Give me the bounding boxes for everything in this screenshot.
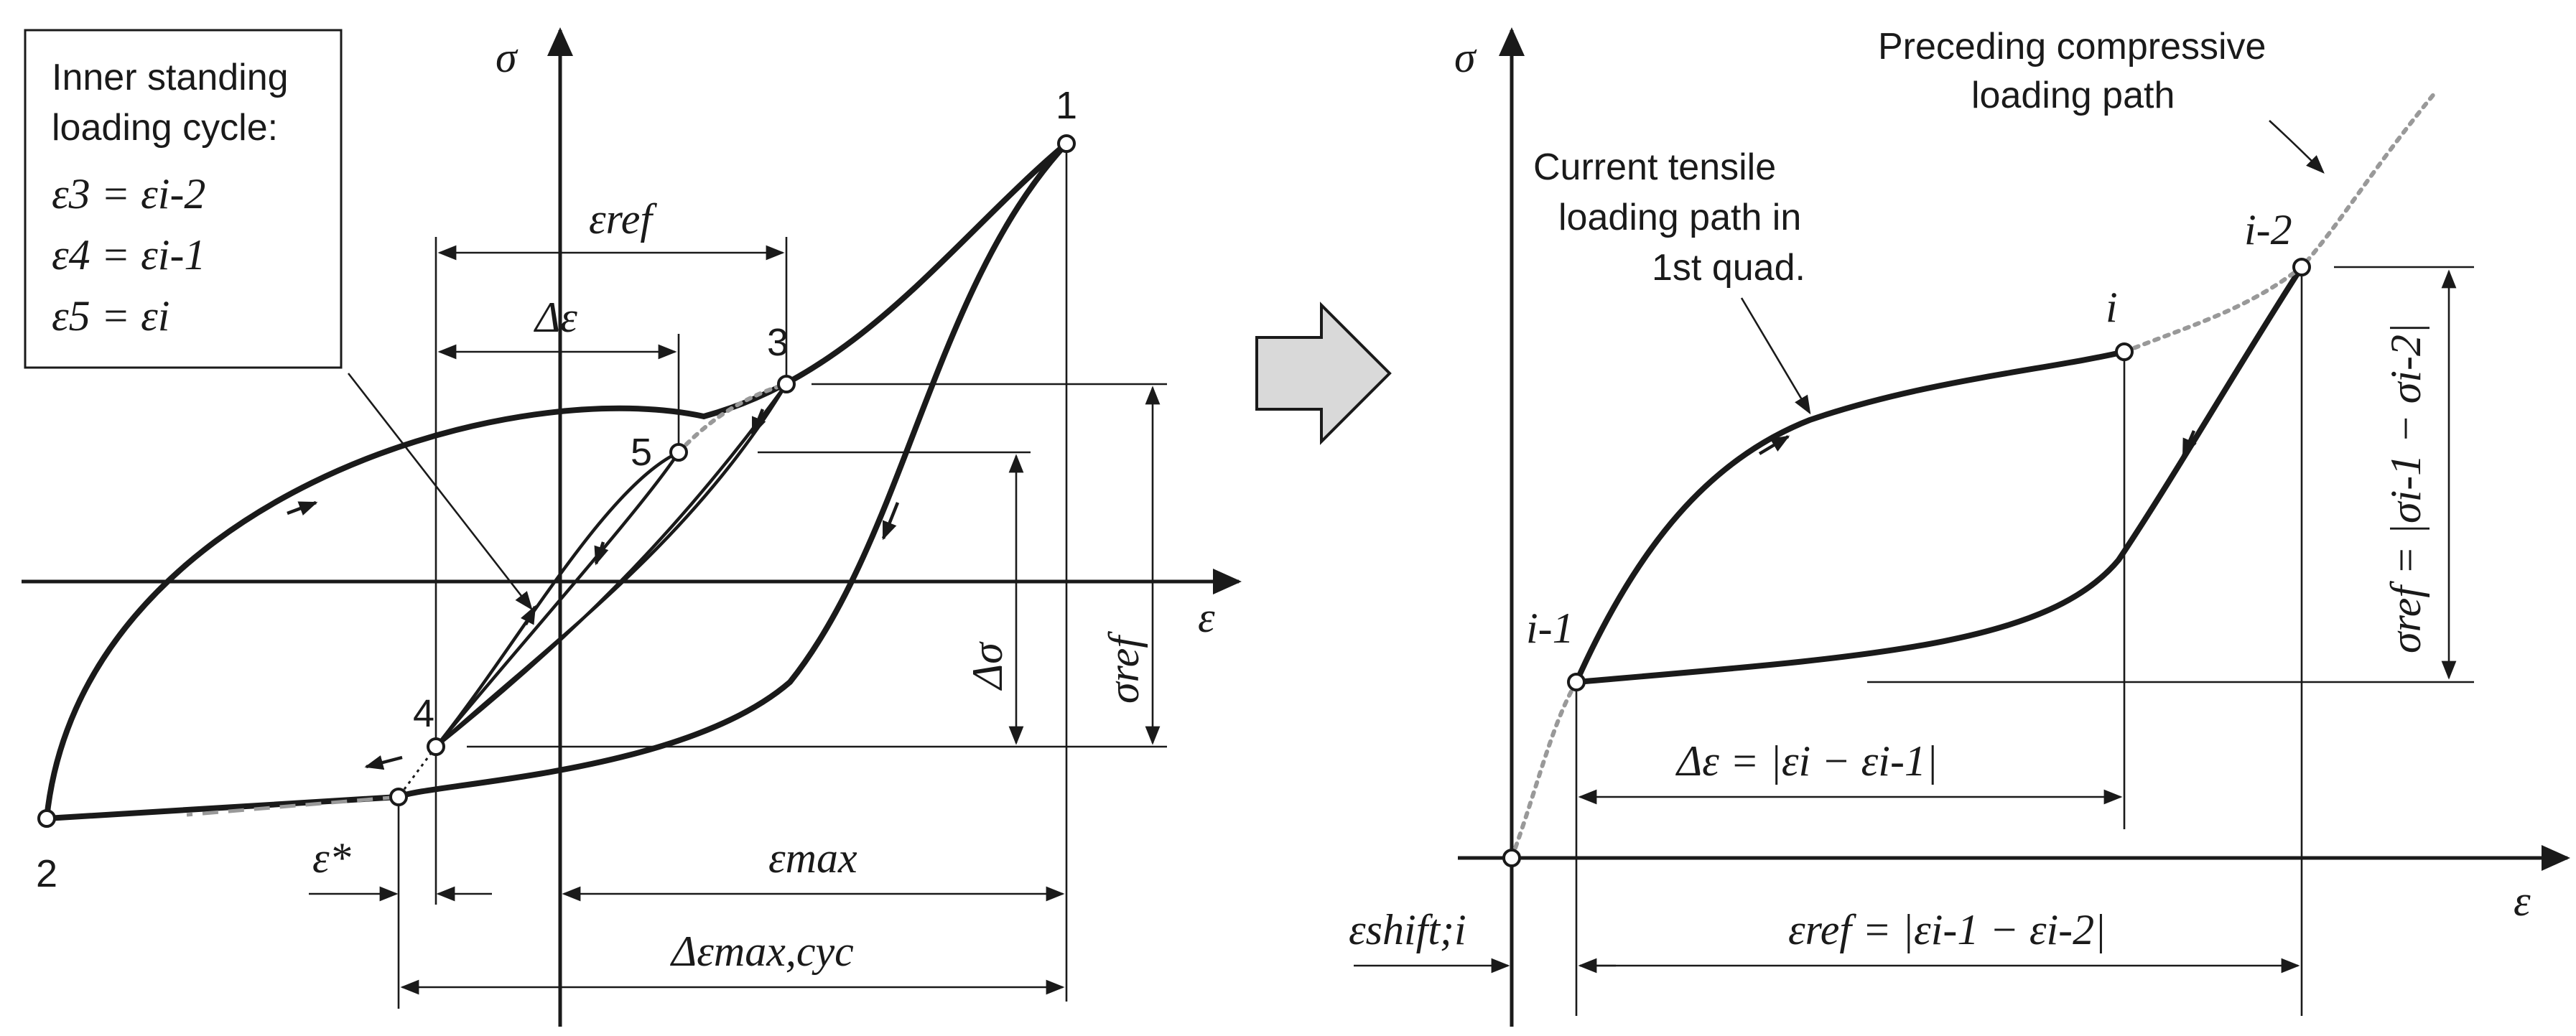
note-current-3: 1st quad. [1652,247,1805,289]
unloading-path [1573,264,2305,685]
left-panel: σ ε [22,27,1242,1027]
left-sigma-label: σ [496,34,519,81]
label-eps-shift: εshift;i [1349,906,1466,953]
info-box [24,29,343,369]
pointer-current [1740,297,1811,415]
node-2 [37,809,56,828]
arrow-inner-down [594,541,609,566]
arrow-inner-3 [750,409,766,437]
arrow-outer-up [287,500,318,515]
left-eps-label: ε [1198,594,1215,641]
label-delta-eps-eq: Δε = |εi − εi-1| [1675,737,1938,785]
node-4 [427,737,445,756]
dashed-continuation [186,795,399,817]
arrow-tensile [1758,435,1790,455]
outer-loading-curve [44,141,1069,821]
dotted-4-estar [397,746,437,798]
note-current-1: Current tensile [1533,146,1776,188]
dotted-origin-to-i1 [1510,680,1578,860]
box-title-2: loading cycle: [52,107,278,149]
note-current-2: loading path in [1558,197,1801,238]
dotted-5-3 [676,382,789,454]
inner-path-4-3 [434,383,788,748]
inner-path-4-5 [434,450,679,748]
box-eq-3: ε3 = εi-2 [52,170,205,218]
point-5-label: 5 [631,431,652,474]
point-1-label: 1 [1056,84,1077,127]
arrow-outer-left [364,755,403,770]
inner-path-5-4 [434,451,680,748]
node-origin [1502,849,1521,867]
outer-unloading-curve [396,141,1069,800]
box-pointer [347,373,533,611]
label-delta-sigma: Δσ [964,641,1011,691]
box-eq-5: ε5 = εi [52,292,169,340]
point-2-label: 2 [36,852,57,895]
node-5 [669,443,688,462]
box-title-1: Inner standing [52,57,289,98]
point-4-label: 4 [413,692,434,735]
node-3 [777,375,796,393]
node-i2 [2292,258,2311,276]
current-tensile-path [1573,349,2127,685]
node-estar [389,788,408,806]
right-sigma-label: σ [1454,34,1477,81]
arrow-inner-up [520,605,536,626]
point-i1-label: i-1 [1526,605,1574,652]
inner-path-3-4 [434,383,788,748]
box-eq-4: ε4 = εi-1 [52,231,205,279]
label-delta-eps-max-cyc: Δεmax,cyc [670,928,854,975]
right-panel: σ ε i-2 i i-1 Preceding compressive load… [1349,26,2570,1027]
block-arrow-icon [1255,302,1392,445]
point-3-label: 3 [767,321,789,364]
label-eps-ref-eq: εref = |εi-1 − εi-2| [1788,906,2106,953]
label-delta-eps: Δε [534,294,577,341]
node-i [2115,342,2134,361]
label-sigma-ref: σref [1100,631,1148,704]
node-1 [1057,134,1076,153]
arrow-outer-down [881,502,900,541]
arrow-unloading [2181,430,2197,458]
note-preceding-2: loading path [1971,75,2175,116]
point-i-label: i [2106,284,2118,331]
label-eps-max: εmax [768,834,857,882]
label-sigma-ref-eq: σref = |σi-1 − σi-2| [2382,323,2429,653]
label-eps-ref: εref [589,195,657,243]
label-eps-star: ε* [312,834,351,882]
right-eps-label: ε [2514,877,2531,925]
pointer-preceding [2269,120,2325,174]
point-i2-label: i-2 [2244,206,2292,253]
note-preceding-1: Preceding compressive [1878,26,2266,67]
node-i1 [1567,673,1586,691]
